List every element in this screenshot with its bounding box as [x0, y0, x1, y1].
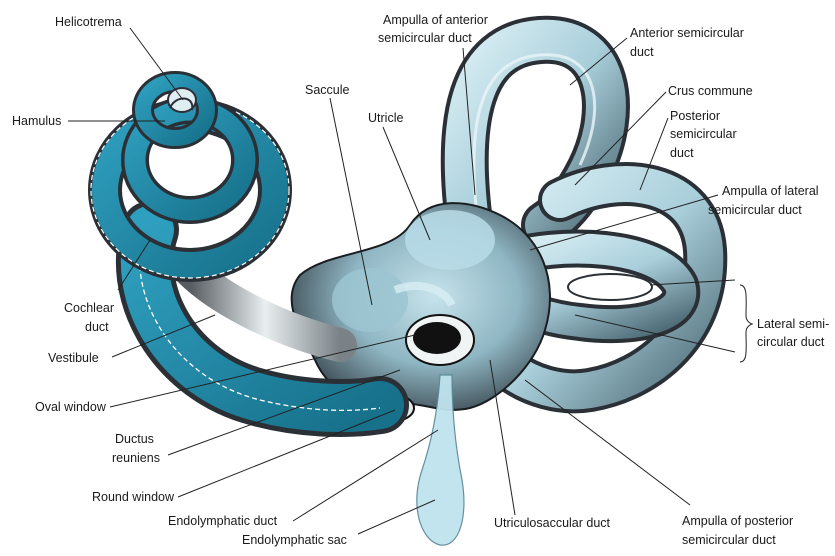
label-endolymphatic-duct: Endolymphatic duct [168, 514, 278, 528]
label-cochlear-duct-1: Cochlear [64, 301, 114, 315]
label-ductus-reuniens-2: reuniens [112, 451, 160, 465]
label-posterior-duct-1: Posterior [670, 109, 720, 123]
oval-window [406, 315, 474, 365]
label-round-window: Round window [92, 490, 175, 504]
label-vestibule: Vestibule [48, 351, 99, 365]
label-posterior-duct-3: duct [670, 146, 694, 160]
label-posterior-duct-2: semicircular [670, 127, 737, 141]
label-anterior-duct-1: Anterior semicircular [630, 26, 744, 40]
label-ampulla-posterior-1: Ampulla of posterior [682, 514, 793, 528]
label-hamulus: Hamulus [12, 114, 61, 128]
label-ampulla-posterior-2: semicircular duct [682, 533, 776, 547]
label-endolymphatic-sac: Endolymphatic sac [242, 533, 347, 547]
label-ductus-reuniens-1: Ductus [115, 432, 154, 446]
label-ampulla-anterior-1: Ampulla of anterior [383, 13, 488, 27]
label-lateral-duct-2: circular duct [757, 335, 825, 349]
label-utricle: Utricle [368, 111, 403, 125]
label-ampulla-lateral-2: semicircular duct [708, 203, 802, 217]
label-oval-window: Oval window [35, 400, 107, 414]
label-saccule: Saccule [305, 83, 350, 97]
label-ampulla-anterior-2: semicircular duct [378, 31, 472, 45]
label-ampulla-lateral-1: Ampulla of lateral [722, 184, 819, 198]
label-anterior-duct-2: duct [630, 45, 654, 59]
label-cochlear-duct-2: duct [85, 320, 109, 334]
saccule [332, 268, 408, 332]
label-lateral-duct-1: Lateral semi- [757, 317, 829, 331]
label-crus-commune: Crus commune [668, 84, 753, 98]
label-utriculosaccular-duct: Utriculosaccular duct [494, 516, 611, 530]
label-helicotrema: Helicotrema [55, 15, 122, 29]
utricle [405, 210, 495, 270]
